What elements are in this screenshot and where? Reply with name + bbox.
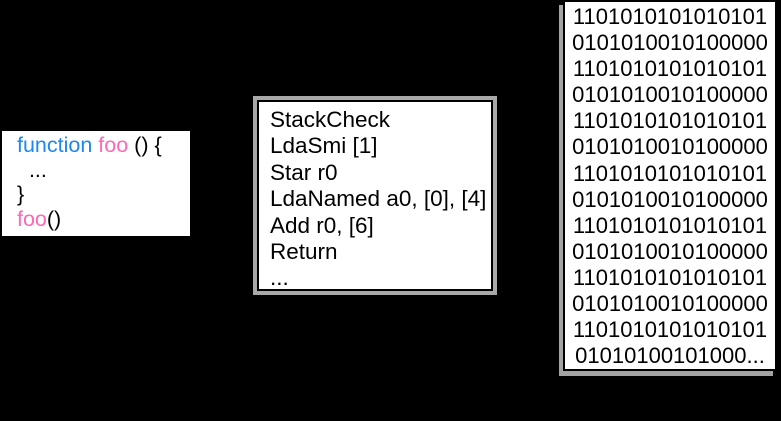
binary-line: 0101010010100000	[572, 186, 768, 212]
identifier-foo-call: foo	[17, 206, 47, 231]
bytecode-line: ...	[270, 265, 289, 291]
identifier-foo: foo	[98, 133, 135, 157]
bytecode-line: Add r0, [6]	[270, 212, 374, 238]
keyword-function: function	[17, 133, 99, 157]
binary-line: 1101010101010101	[572, 317, 768, 343]
bytecode-box-frame: StackCheck LdaSmi [1] Star r0 LdaNamed a…	[253, 96, 497, 295]
bytecode-line: StackCheck	[270, 107, 391, 132]
binary-line: 0101010010100000	[572, 30, 768, 56]
js-source-box: function foo () { ... } foo()	[0, 129, 192, 238]
binary-line: 01010100101000...	[575, 343, 765, 369]
binary-line: 0101010010100000	[572, 291, 768, 317]
js-code-line-3: }	[17, 182, 25, 206]
binary-line: 1101010101010101	[572, 264, 768, 290]
bytecode-line: Star r0	[270, 159, 338, 185]
bytecode-line: LdaSmi [1]	[270, 133, 378, 159]
punctuation: () {	[134, 133, 162, 157]
binary-line: 1101010101010101	[572, 160, 768, 186]
binary-line: 1101010101010101	[572, 56, 768, 82]
bytecode-box: StackCheck LdaSmi [1] Star r0 LdaNamed a…	[257, 100, 493, 291]
js-code-line-1: function foo () {	[17, 133, 190, 158]
binary-line: 0101010010100000	[572, 82, 768, 108]
punctuation: ()	[46, 206, 62, 231]
binary-line: 1101010101010101	[572, 4, 768, 29]
binary-line: 1101010101010101	[572, 212, 768, 238]
binary-line: 1101010101010101	[572, 108, 768, 134]
machine-code-box: 1101010101010101 0101010010100000 110101…	[563, 0, 777, 371]
js-code-line-4: foo()	[17, 207, 190, 232]
bytecode-line: LdaNamed a0, [0], [4]	[270, 186, 487, 212]
binary-line: 0101010010100000	[572, 134, 768, 160]
binary-line: 0101010010100000	[572, 238, 768, 264]
bytecode-line: Return	[270, 239, 338, 265]
js-code-line-2: ...	[17, 157, 47, 182]
